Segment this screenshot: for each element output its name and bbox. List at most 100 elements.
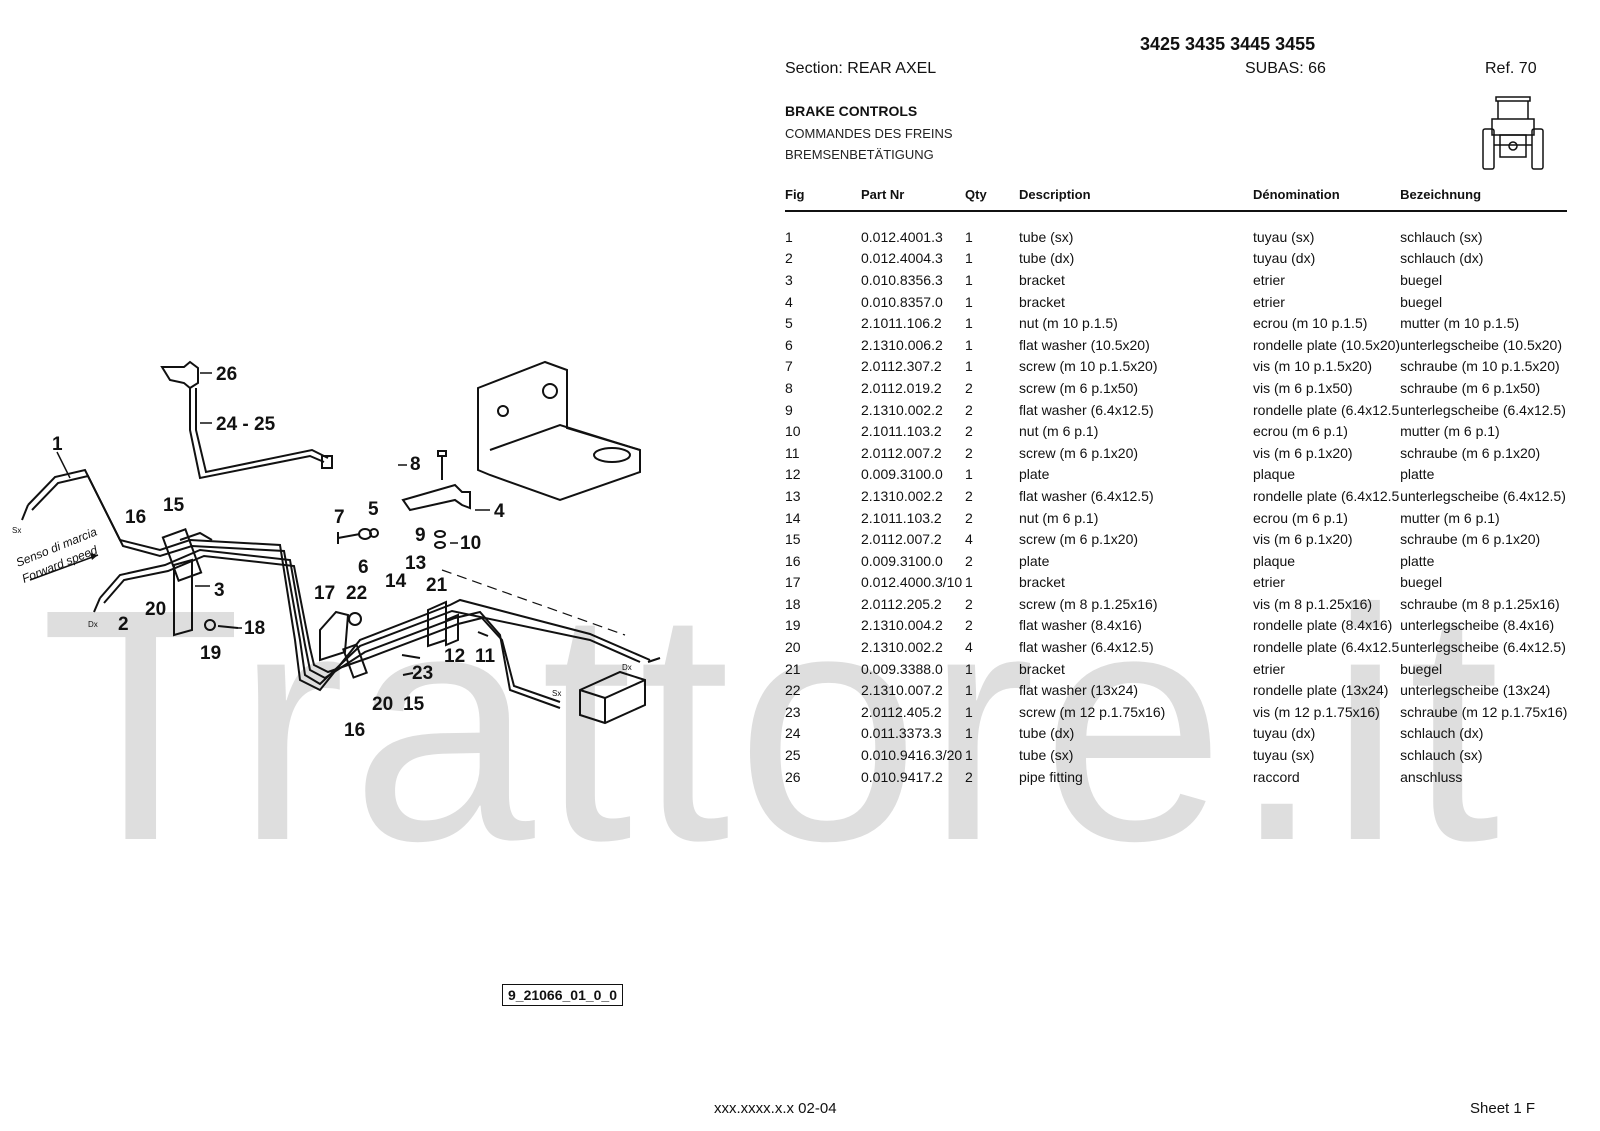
section-name: Section: REAR AXEL [785,60,937,77]
cell-bezeichnung: platte [1400,466,1435,483]
callout-23: 23 [412,663,433,684]
cell-part-nr: 0.012.4004.3 [861,250,943,267]
cell-denomination: etrier [1253,660,1285,677]
page-titles: BRAKE CONTROLS COMMANDES DES FREINS BREM… [785,103,953,168]
callout-26: 26 [216,364,237,385]
cell-part-nr: 0.010.8357.0 [861,293,943,310]
tractor-rear-icon [1482,96,1544,170]
cell-denomination: rondelle plate (6.4x12.5 [1253,639,1400,656]
cell-bezeichnung: buegel [1400,574,1443,591]
cell-part-nr: 2.1310.006.2 [861,336,943,353]
cell-part-nr: 2.0112.307.2 [861,358,942,375]
callout-21: 21 [426,575,448,596]
callout-3: 3 [214,580,225,601]
callout-24-25: 24 - 25 [216,414,276,435]
cell-qty: 1 [965,271,973,288]
cell-part-nr: 2.1011.103.2 [861,509,942,526]
sx-label-valve: Sx [552,689,561,698]
cell-fig: 14 [785,509,801,526]
callout-22: 22 [346,583,367,604]
cell-bezeichnung: schraube (m 12 p.1.75x16) [1400,703,1568,720]
cell-denomination: vis (m 12 p.1.75x16) [1253,703,1380,720]
cell-fig: 13 [785,487,801,504]
cell-description: screw (m 6 p.1x50) [1019,379,1139,396]
cell-qty: 2 [965,487,973,504]
footer-code: xxx.xxxx.x.x 02-04 [714,1100,837,1117]
cell-bezeichnung: unterlegscheibe (6.4x12.5) [1400,639,1566,656]
cell-bezeichnung: schraube (m 8 p.1.25x16) [1400,595,1560,612]
callout-19: 19 [200,643,221,664]
cell-qty: 1 [965,466,973,483]
cell-fig: 4 [785,293,793,310]
cell-fig: 26 [785,768,801,785]
cell-fig: 5 [785,315,793,332]
cell-description: flat washer (8.4x16) [1019,617,1142,634]
cell-bezeichnung: mutter (m 10 p.1.5) [1400,315,1520,332]
cell-description: bracket [1019,271,1065,288]
cell-part-nr: 2.1310.004.2 [861,617,943,634]
cell-denomination: raccord [1253,768,1300,785]
cell-denomination: ecrou (m 6 p.1) [1253,509,1348,526]
cell-fig: 12 [785,466,801,483]
cell-qty: 1 [965,725,973,742]
callout-12: 12 [444,646,465,667]
cell-qty: 2 [965,401,973,418]
cell-description: pipe fitting [1019,768,1083,785]
subas-number: SUBAS: 66 [1245,60,1326,77]
cell-bezeichnung: mutter (m 6 p.1) [1400,423,1500,440]
cell-fig: 3 [785,271,793,288]
model-numbers: 3425 3435 3445 3455 [1140,34,1316,54]
cell-qty: 2 [965,509,973,526]
callout-20a: 20 [145,599,166,620]
cell-description: tube (sx) [1019,228,1074,245]
callout-15b: 15 [403,694,425,715]
cell-denomination: rondelle plate (8.4x16) [1253,617,1393,634]
cell-bezeichnung: anschluss [1400,768,1463,785]
cell-qty: 1 [965,682,973,699]
cell-part-nr: 0.010.8356.3 [861,271,943,288]
cell-denomination: tuyau (dx) [1253,725,1316,742]
cell-part-nr: 0.010.9416.3/20 [861,747,963,764]
cell-qty: 1 [965,574,973,591]
axle-bracket-drawing [477,360,641,502]
cell-bezeichnung: buegel [1400,293,1443,310]
cell-qty: 4 [965,531,973,548]
callout-14: 14 [385,571,407,592]
cell-description: screw (m 12 p.1.75x16) [1019,703,1166,720]
cell-description: bracket [1019,660,1065,677]
cell-description: tube (dx) [1019,725,1075,742]
cell-fig: 19 [785,617,801,634]
cell-denomination: tuyau (sx) [1253,747,1315,764]
callout-16b: 16 [344,720,365,741]
cell-description: bracket [1019,574,1065,591]
cell-fig: 1 [785,228,793,245]
dx-label-left: Dx [88,620,98,629]
cell-denomination: ecrou (m 6 p.1) [1253,423,1348,440]
column-description: Description [1019,178,1253,212]
cell-bezeichnung: schlauch (dx) [1400,725,1484,742]
cell-part-nr: 2.1310.002.2 [861,487,943,504]
cell-qty: 1 [965,747,973,764]
callout-8: 8 [410,454,421,475]
column-qty: Qty [965,178,1019,212]
cell-part-nr: 2.1011.103.2 [861,423,942,440]
cell-fig: 15 [785,531,801,548]
callout-17: 17 [314,583,335,604]
column-fig: Fig [785,178,861,212]
callout-6: 6 [358,557,369,578]
cell-description: screw (m 6 p.1x20) [1019,444,1139,461]
cell-fig: 17 [785,574,801,591]
dx-label-valve: Dx [622,663,632,672]
parts-table-header: Fig Part Nr Qty Description Dénomination… [785,178,1568,212]
cell-denomination: vis (m 8 p.1.25x16) [1253,595,1373,612]
cell-denomination: etrier [1253,293,1285,310]
